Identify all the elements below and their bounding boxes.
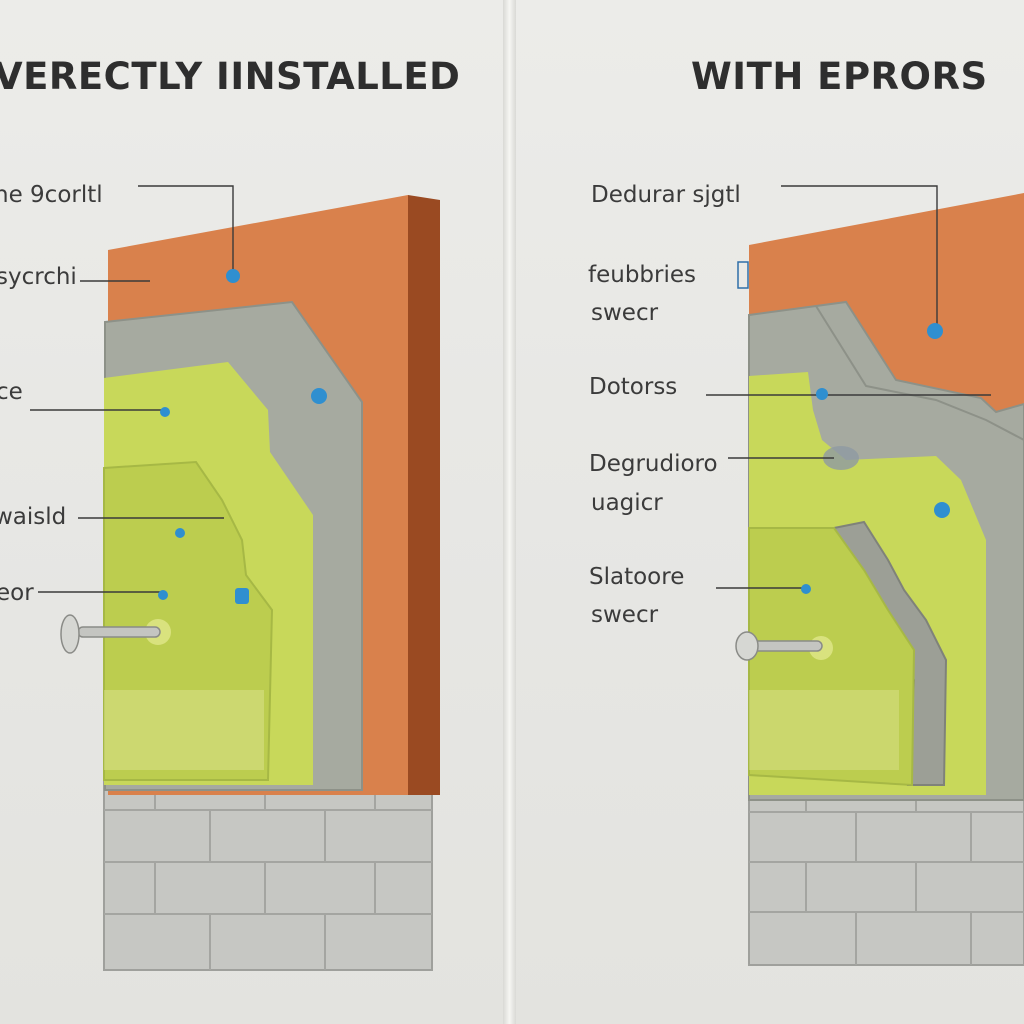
callout-label-4: Degrudioro	[589, 451, 718, 477]
correct-install-diagram	[30, 185, 440, 971]
panel-title-errors: WITH EPRORS	[691, 55, 988, 98]
callout-label-2b: swecr	[591, 300, 659, 326]
anchor-bolt	[60, 614, 171, 654]
green-layer-lower	[748, 527, 916, 787]
callout-label-2: sycrchi	[0, 264, 77, 290]
callout-label-3: ce	[0, 379, 23, 405]
callout-label-1: Dedurar sjgtl	[591, 182, 741, 208]
correct-install-panel: VERECTLY IINSTALLED ne 9corltl sycrchi c…	[0, 0, 503, 1024]
callout-label-3: Dotorss	[589, 374, 678, 400]
leader-lines	[706, 185, 991, 589]
leader-dots	[158, 269, 327, 604]
callout-label-4b: uagicr	[591, 490, 663, 516]
callout-label-5: eor	[0, 580, 34, 606]
callout-label-5: Slatoore	[589, 564, 685, 590]
leader-lines	[30, 185, 234, 593]
callout-label-1: ne 9corltl	[0, 182, 103, 208]
callout-label-2: feubbries	[588, 262, 697, 288]
errors-install-diagram	[706, 185, 1024, 966]
anchor-bolt	[735, 631, 833, 661]
green-layer-inner	[103, 460, 274, 781]
callout-label-4: waisld	[0, 504, 67, 530]
panel-divider	[503, 0, 516, 1024]
panel-title-correct: VERECTLY IINSTALLED	[0, 55, 461, 98]
callout-label-5b: swecr	[591, 602, 659, 628]
errors-install-panel: WITH EPRORS Dedurar sjgtl feubbries swec…	[516, 0, 1024, 1024]
leader-dots	[801, 323, 950, 594]
